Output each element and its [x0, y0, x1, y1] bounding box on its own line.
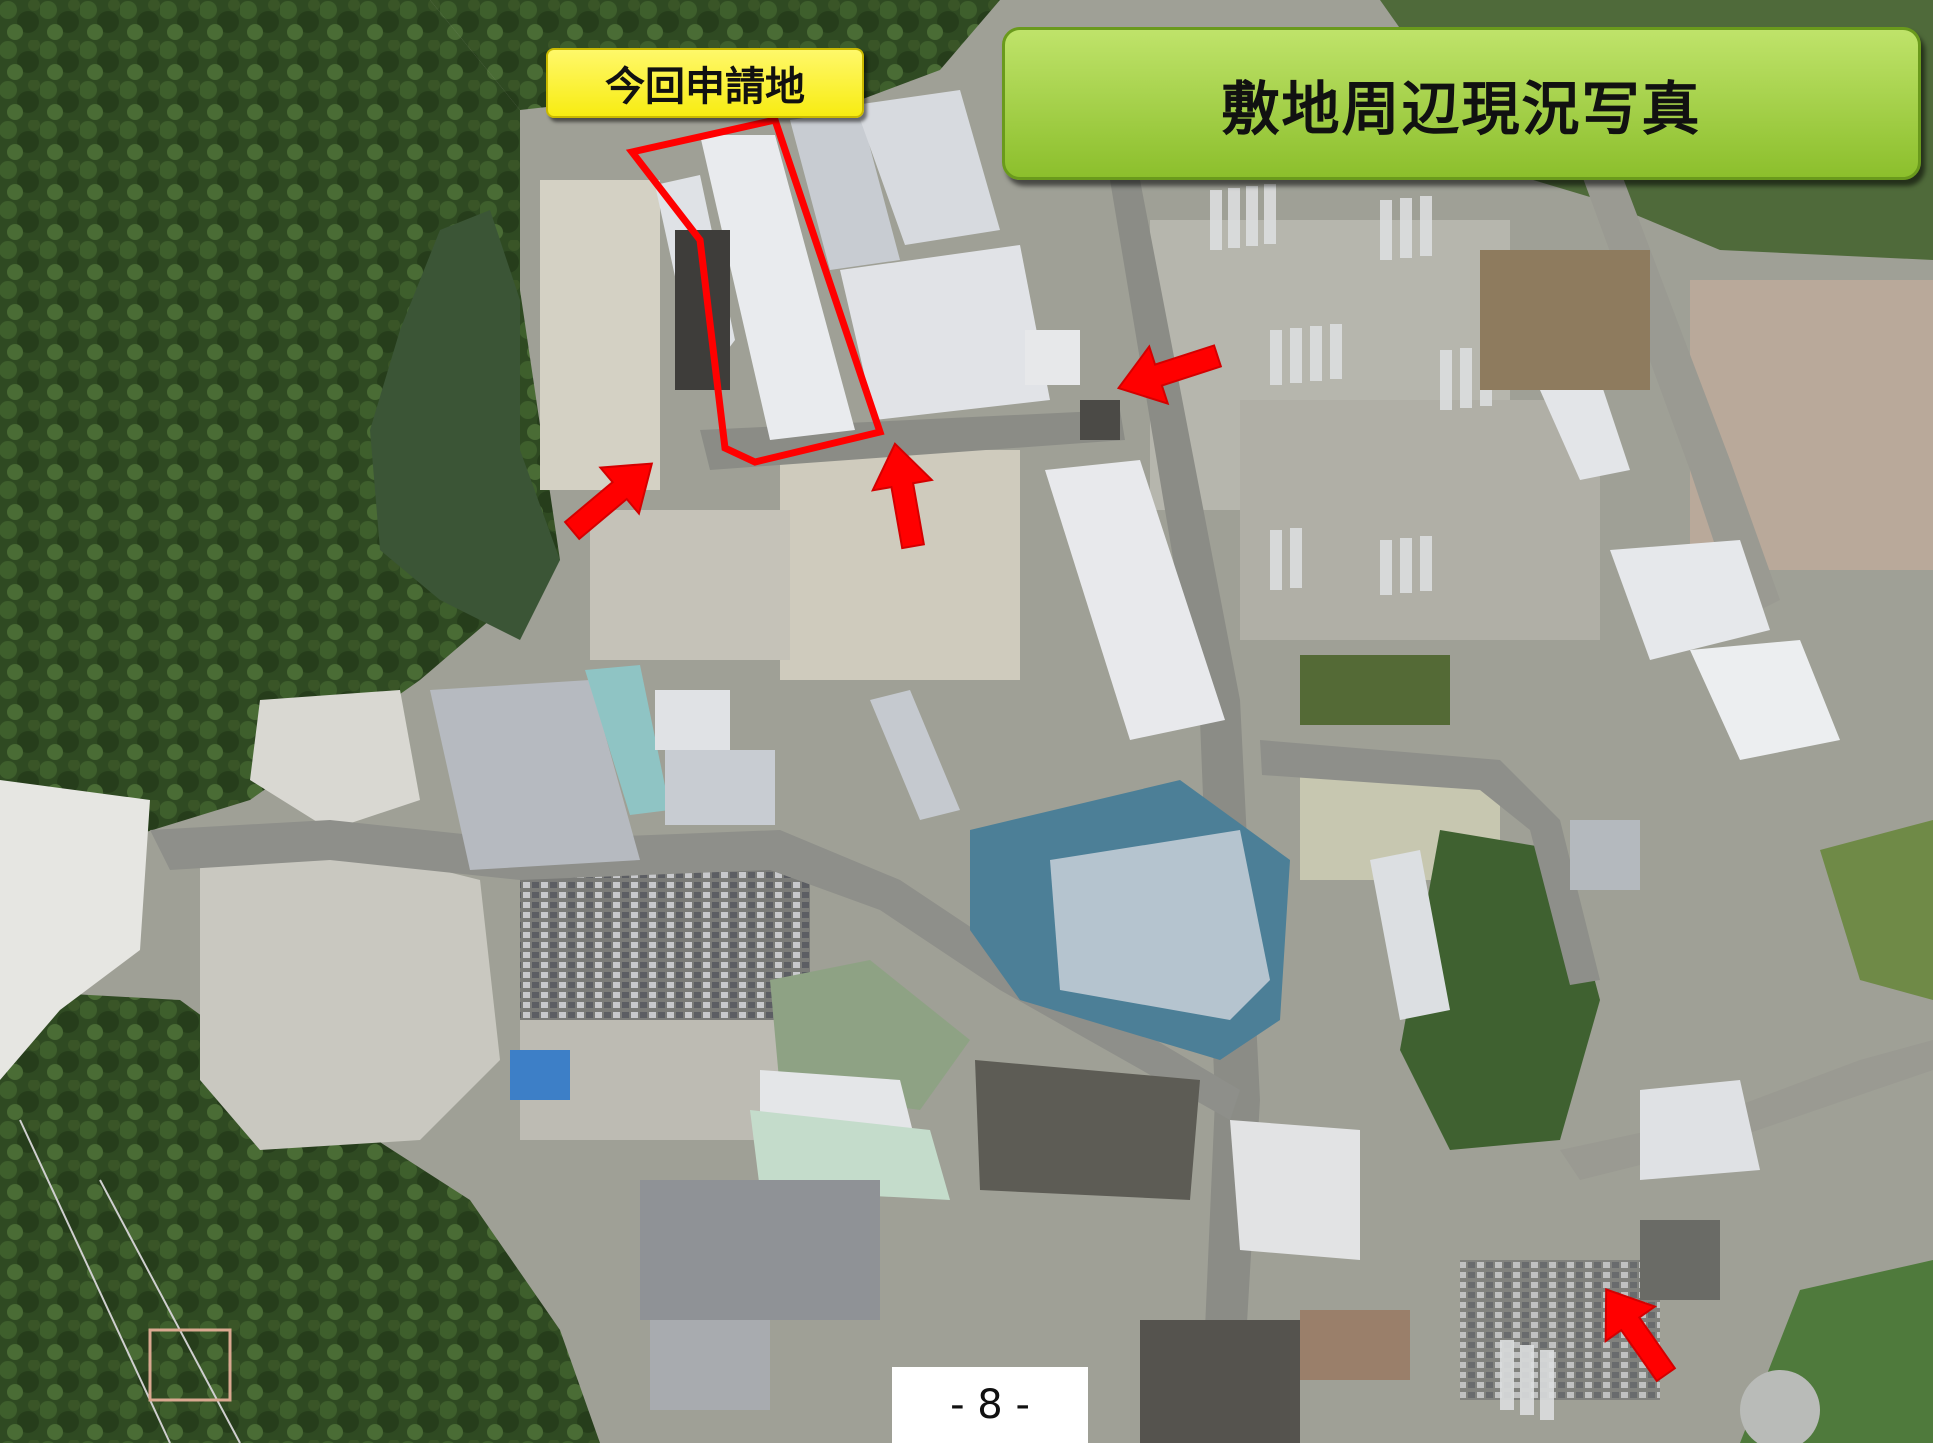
building-south-dark2	[1140, 1320, 1300, 1443]
building-east-dark	[1640, 1220, 1720, 1300]
building-green-roof	[770, 960, 970, 1110]
green-patch	[1300, 655, 1450, 725]
building-east-4	[1570, 820, 1640, 890]
building-east-5	[1640, 1080, 1760, 1180]
truck-rows	[1210, 184, 1554, 1420]
building-dark-small	[1080, 400, 1120, 440]
building-east-curve	[1370, 850, 1450, 1020]
green-south	[1400, 830, 1600, 1150]
building-west-grey	[430, 680, 640, 870]
arrow-icon	[1604, 1287, 1677, 1383]
building-north-3	[840, 245, 1050, 420]
building-west-teal	[585, 665, 670, 815]
building-central-long	[1045, 460, 1225, 740]
scrap-yard	[1480, 250, 1650, 390]
road-east-ew	[1260, 740, 1600, 985]
building-east-2	[1610, 540, 1770, 660]
building-mid-long	[870, 690, 960, 820]
arrow-icon	[870, 442, 934, 550]
building-south-brown	[1300, 1310, 1410, 1380]
building-north-2	[855, 90, 1000, 245]
plant-yard	[200, 850, 500, 1150]
arrow-icon	[1116, 344, 1223, 406]
field-southeast	[1820, 820, 1933, 1000]
building-north-1	[790, 110, 900, 270]
page-title: 敷地周辺現況写真	[1002, 27, 1921, 180]
parking-mid	[520, 860, 810, 1020]
road-main-ns	[1110, 180, 1260, 1443]
building-south-block	[640, 1180, 880, 1320]
round-structure	[1740, 1370, 1820, 1443]
building-south-block2	[650, 1320, 770, 1410]
building-dark-south	[975, 1060, 1200, 1200]
power-tower	[148, 1328, 232, 1402]
sand-area	[250, 690, 420, 830]
building-east-1	[1540, 380, 1630, 480]
power-line-1	[19, 1119, 171, 1443]
building-west-small2	[665, 750, 775, 825]
lot-east-yard2	[1240, 400, 1600, 640]
forest-west	[0, 0, 560, 860]
building-light-green	[750, 1110, 950, 1200]
pond	[370, 210, 560, 640]
building-south-white2	[1230, 1120, 1360, 1260]
page-number: - 8 -	[892, 1367, 1088, 1443]
quarry	[0, 780, 150, 1080]
building-west-small	[655, 690, 730, 750]
arrow-icon	[563, 462, 654, 541]
lot-west	[590, 510, 790, 660]
blue-tarps	[510, 1050, 570, 1100]
site-label: 今回申請地	[546, 48, 864, 118]
building-east-3	[1690, 640, 1840, 760]
lot-north-site	[540, 180, 660, 490]
building-blue-roof-light	[1050, 830, 1270, 1020]
site-boundary	[625, 115, 885, 466]
building-site-main	[700, 135, 855, 440]
building-north-4	[1025, 330, 1080, 385]
